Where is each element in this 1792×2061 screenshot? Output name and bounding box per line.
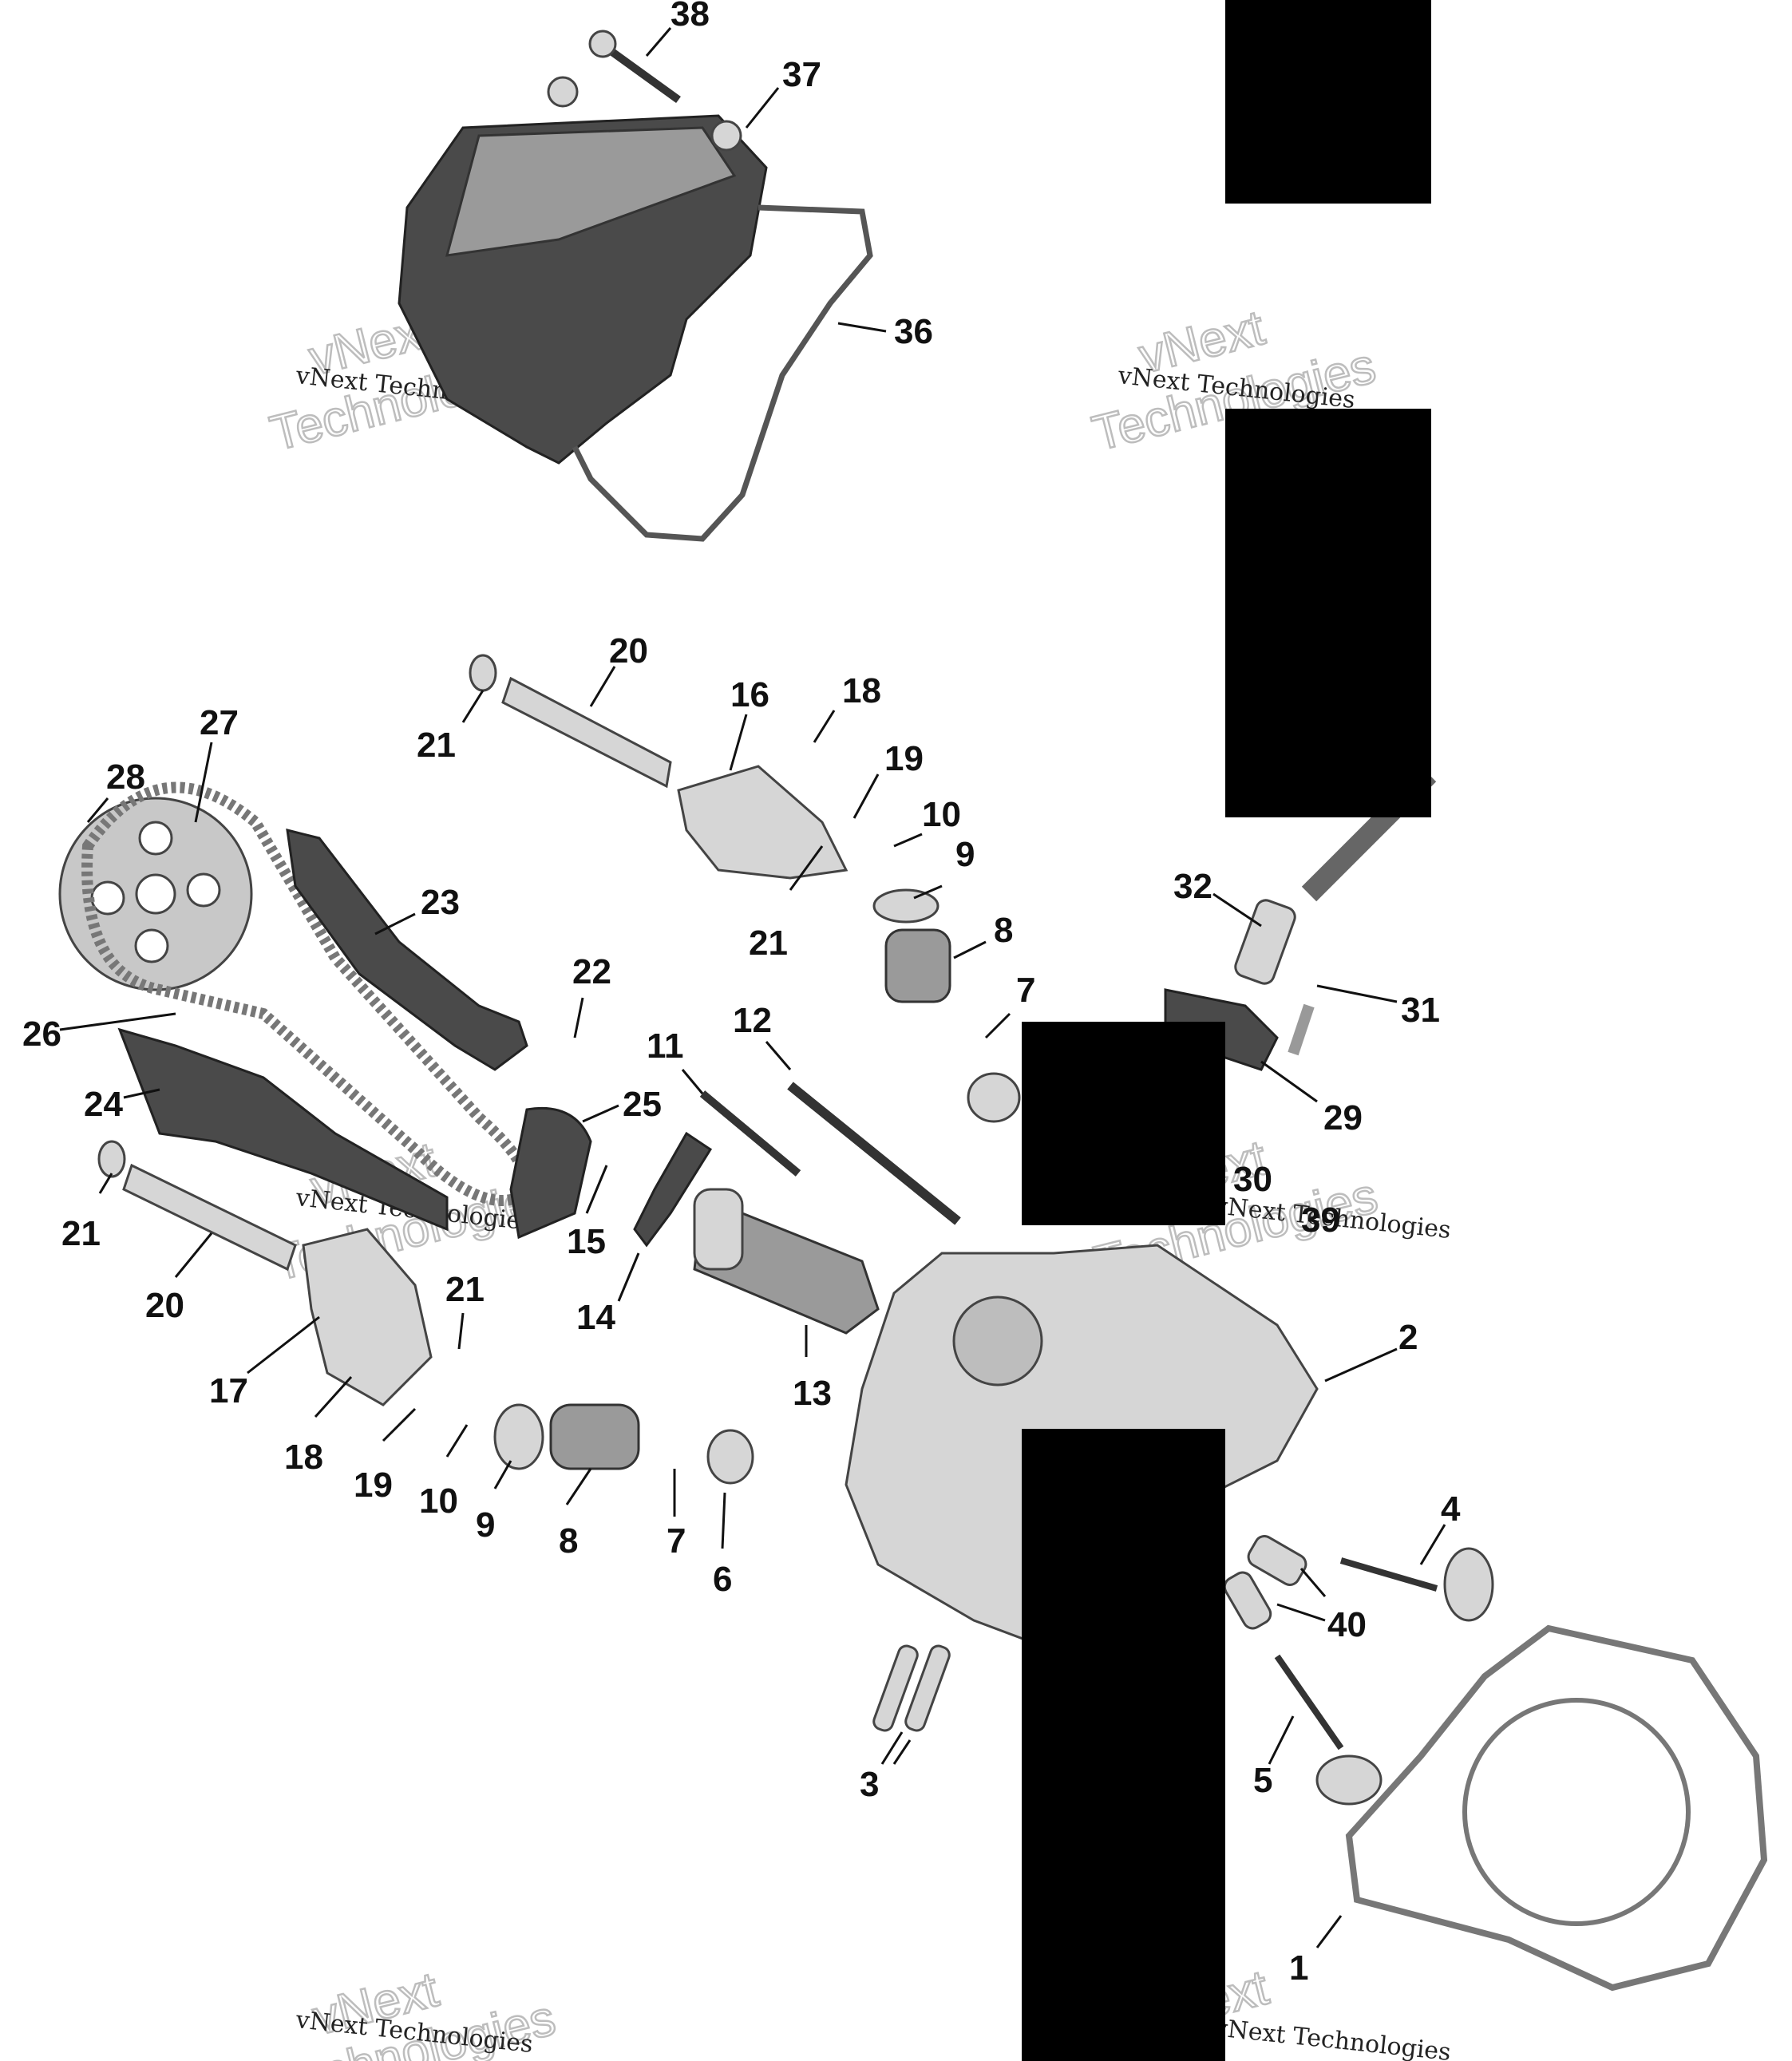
- redaction-block: [1225, 409, 1431, 817]
- callout-36: 36: [894, 312, 933, 351]
- callout-17: 17: [209, 1371, 248, 1410]
- camshaft: [693, 1188, 880, 1335]
- callout-37: 37: [782, 55, 821, 94]
- callout-10: 10: [419, 1481, 458, 1521]
- rocker-shaft-upper: [469, 654, 672, 789]
- callout-13: 13: [793, 1374, 832, 1413]
- callout-39: 39: [1301, 1201, 1340, 1240]
- callout-30: 30: [1233, 1160, 1272, 1199]
- valve-guide: [1247, 1535, 1307, 1586]
- callout-7: 7: [1016, 971, 1035, 1010]
- valve-spring-lower: [493, 1403, 754, 1485]
- valve-spring-upper: [872, 888, 951, 1003]
- cylinder-head-bolt: [699, 1090, 801, 1177]
- valve-cover: [398, 76, 768, 465]
- cylinder-bore: [1462, 1698, 1691, 1926]
- callout-21: 21: [417, 726, 456, 765]
- callout-20: 20: [145, 1286, 184, 1325]
- rocker-shaft-lower: [97, 1140, 297, 1272]
- callout-1: 1: [1289, 1948, 1308, 1988]
- chain-guide: [117, 1027, 449, 1232]
- tensioner-shoe: [509, 1106, 592, 1240]
- decompressor-pin: [1288, 1003, 1315, 1056]
- watermark-bottom-left: vNext Technologies: [266, 1961, 561, 2061]
- callout-23: 23: [421, 883, 460, 922]
- callout-40: 40: [1327, 1605, 1367, 1644]
- callout-16: 16: [730, 675, 769, 714]
- callout-28: 28: [106, 758, 145, 797]
- cylinder-head-bolt: [787, 1082, 961, 1225]
- decompressor-sleeve: [1234, 899, 1296, 985]
- tensioner-bracket: [633, 1131, 713, 1248]
- callout-20: 20: [609, 631, 648, 671]
- callout-21: 21: [749, 924, 788, 963]
- dowel-pin: [872, 1644, 919, 1732]
- cover-bolt: [588, 30, 681, 104]
- callout-12: 12: [733, 1001, 772, 1040]
- callout-8: 8: [559, 1521, 578, 1561]
- callout-10: 10: [922, 795, 961, 834]
- callout-26: 26: [22, 1015, 61, 1054]
- callout-32: 32: [1173, 867, 1212, 906]
- cam-sprocket: [58, 797, 253, 991]
- callout-9: 9: [476, 1505, 495, 1545]
- dowel-pin: [904, 1644, 951, 1732]
- rocker-arm-upper: [677, 765, 849, 880]
- cylinder-head-gasket: [1345, 1624, 1768, 1992]
- callout-18: 18: [842, 671, 881, 710]
- valve-guide: [1223, 1571, 1272, 1630]
- callout-18: 18: [284, 1438, 323, 1477]
- callout-8: 8: [994, 911, 1013, 950]
- callout-11: 11: [647, 1027, 684, 1066]
- callout-29: 29: [1323, 1098, 1363, 1137]
- callout-9: 9: [955, 835, 975, 874]
- callout-3: 3: [860, 1765, 879, 1804]
- callout-19: 19: [354, 1466, 393, 1505]
- redaction-block: [1022, 1022, 1225, 1225]
- callout-38: 38: [671, 0, 710, 34]
- callout-22: 22: [572, 952, 611, 991]
- exhaust-valve: [1274, 1654, 1383, 1806]
- cover-gasket: [572, 204, 873, 542]
- leader-lines: [59, 27, 1446, 1948]
- callout-31: 31: [1401, 991, 1440, 1030]
- callout-4: 4: [1441, 1489, 1461, 1529]
- callout-14: 14: [576, 1298, 615, 1337]
- watermark-small: vNext Technologies: [1212, 2014, 1452, 2061]
- callout-15: 15: [567, 1222, 606, 1261]
- redaction-block: [1022, 1429, 1225, 2061]
- callout-21: 21: [61, 1214, 101, 1253]
- callout-numbers: 38 37 36 20 21 16 18 19 10 9 8 7 21 27 2…: [22, 0, 1461, 1988]
- cylinder-head-port: [952, 1296, 1043, 1387]
- callout-25: 25: [623, 1085, 662, 1124]
- redaction-block: [1225, 0, 1431, 204]
- callout-7: 7: [667, 1521, 686, 1561]
- callout-5: 5: [1253, 1761, 1272, 1800]
- callout-6: 6: [713, 1560, 732, 1599]
- washer-upper: [967, 1072, 1021, 1123]
- callout-2: 2: [1398, 1318, 1418, 1357]
- intake-valve: [1339, 1547, 1494, 1622]
- callout-21: 21: [445, 1270, 485, 1309]
- callout-27: 27: [200, 703, 239, 742]
- callout-19: 19: [884, 739, 924, 778]
- tensioner-guide: [286, 829, 528, 1071]
- callout-24: 24: [84, 1085, 123, 1124]
